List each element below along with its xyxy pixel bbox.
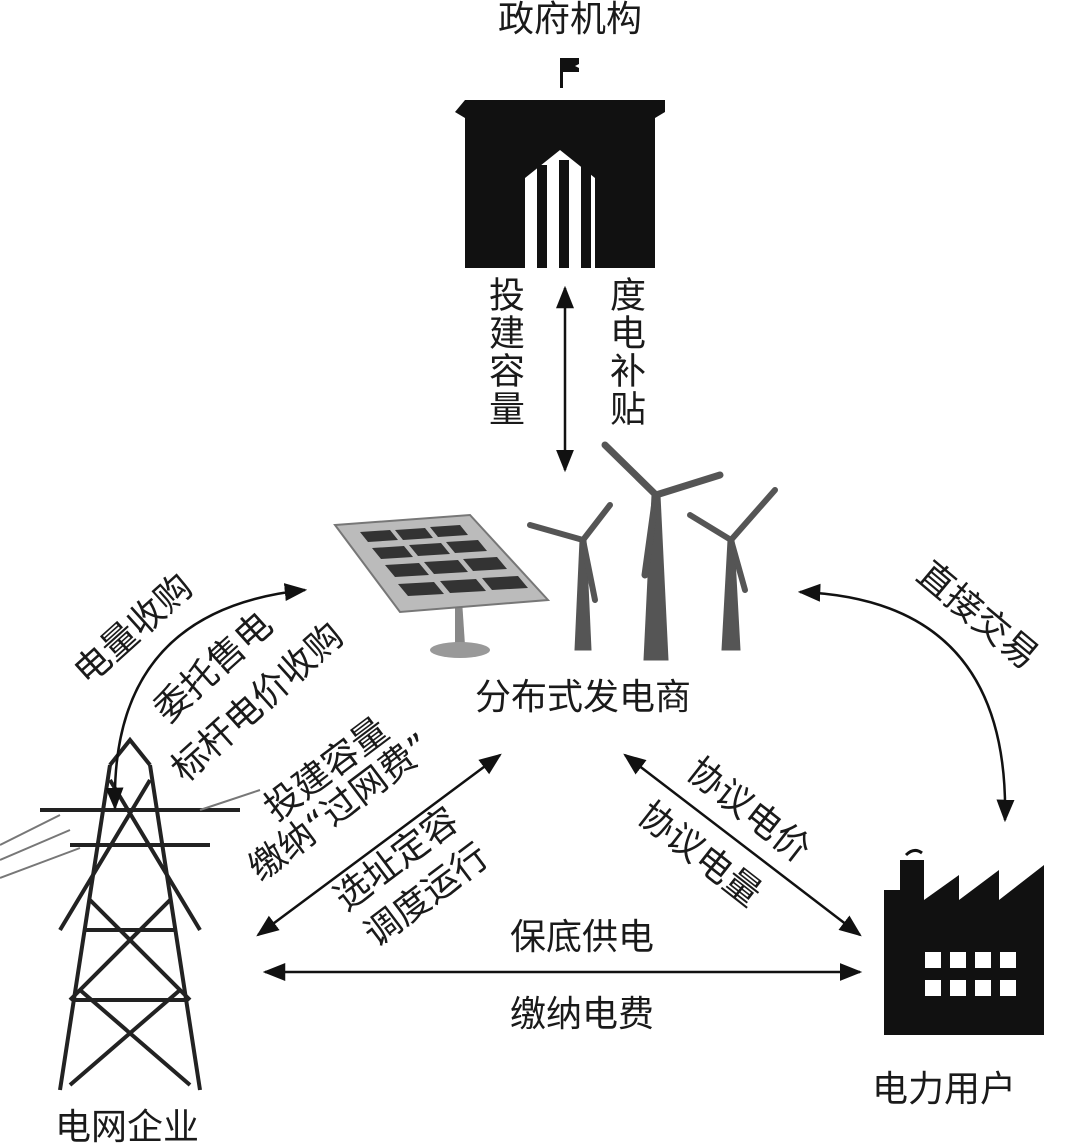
transmission-tower-icon (0, 736, 261, 1091)
label-pay-bill: 缴纳电费 (510, 994, 655, 1035)
label-gov-capacity: 投建容量 (483, 276, 524, 428)
node-user-label: 电力用户 (872, 1069, 1017, 1110)
arrow-producer-user-diagonal (623, 753, 862, 937)
arrow-grid-producer-diagonal (256, 753, 502, 937)
factory-icon (884, 848, 1044, 1035)
arrow-producer-user (797, 583, 1015, 823)
node-grid-label: 电网企业 (55, 1107, 200, 1148)
wind-turbines-icon (527, 441, 778, 661)
arrow-producer-grid (105, 583, 308, 811)
node-producer-label: 分布式发电商 (475, 677, 692, 718)
label-gov-subsidy: 度电补贴 (604, 276, 645, 428)
label-basic-supply: 保底供电 (510, 917, 655, 958)
node-government-label: 政府机构 (498, 0, 643, 40)
solar-panel-icon (333, 513, 551, 658)
government-building-icon (455, 58, 665, 268)
